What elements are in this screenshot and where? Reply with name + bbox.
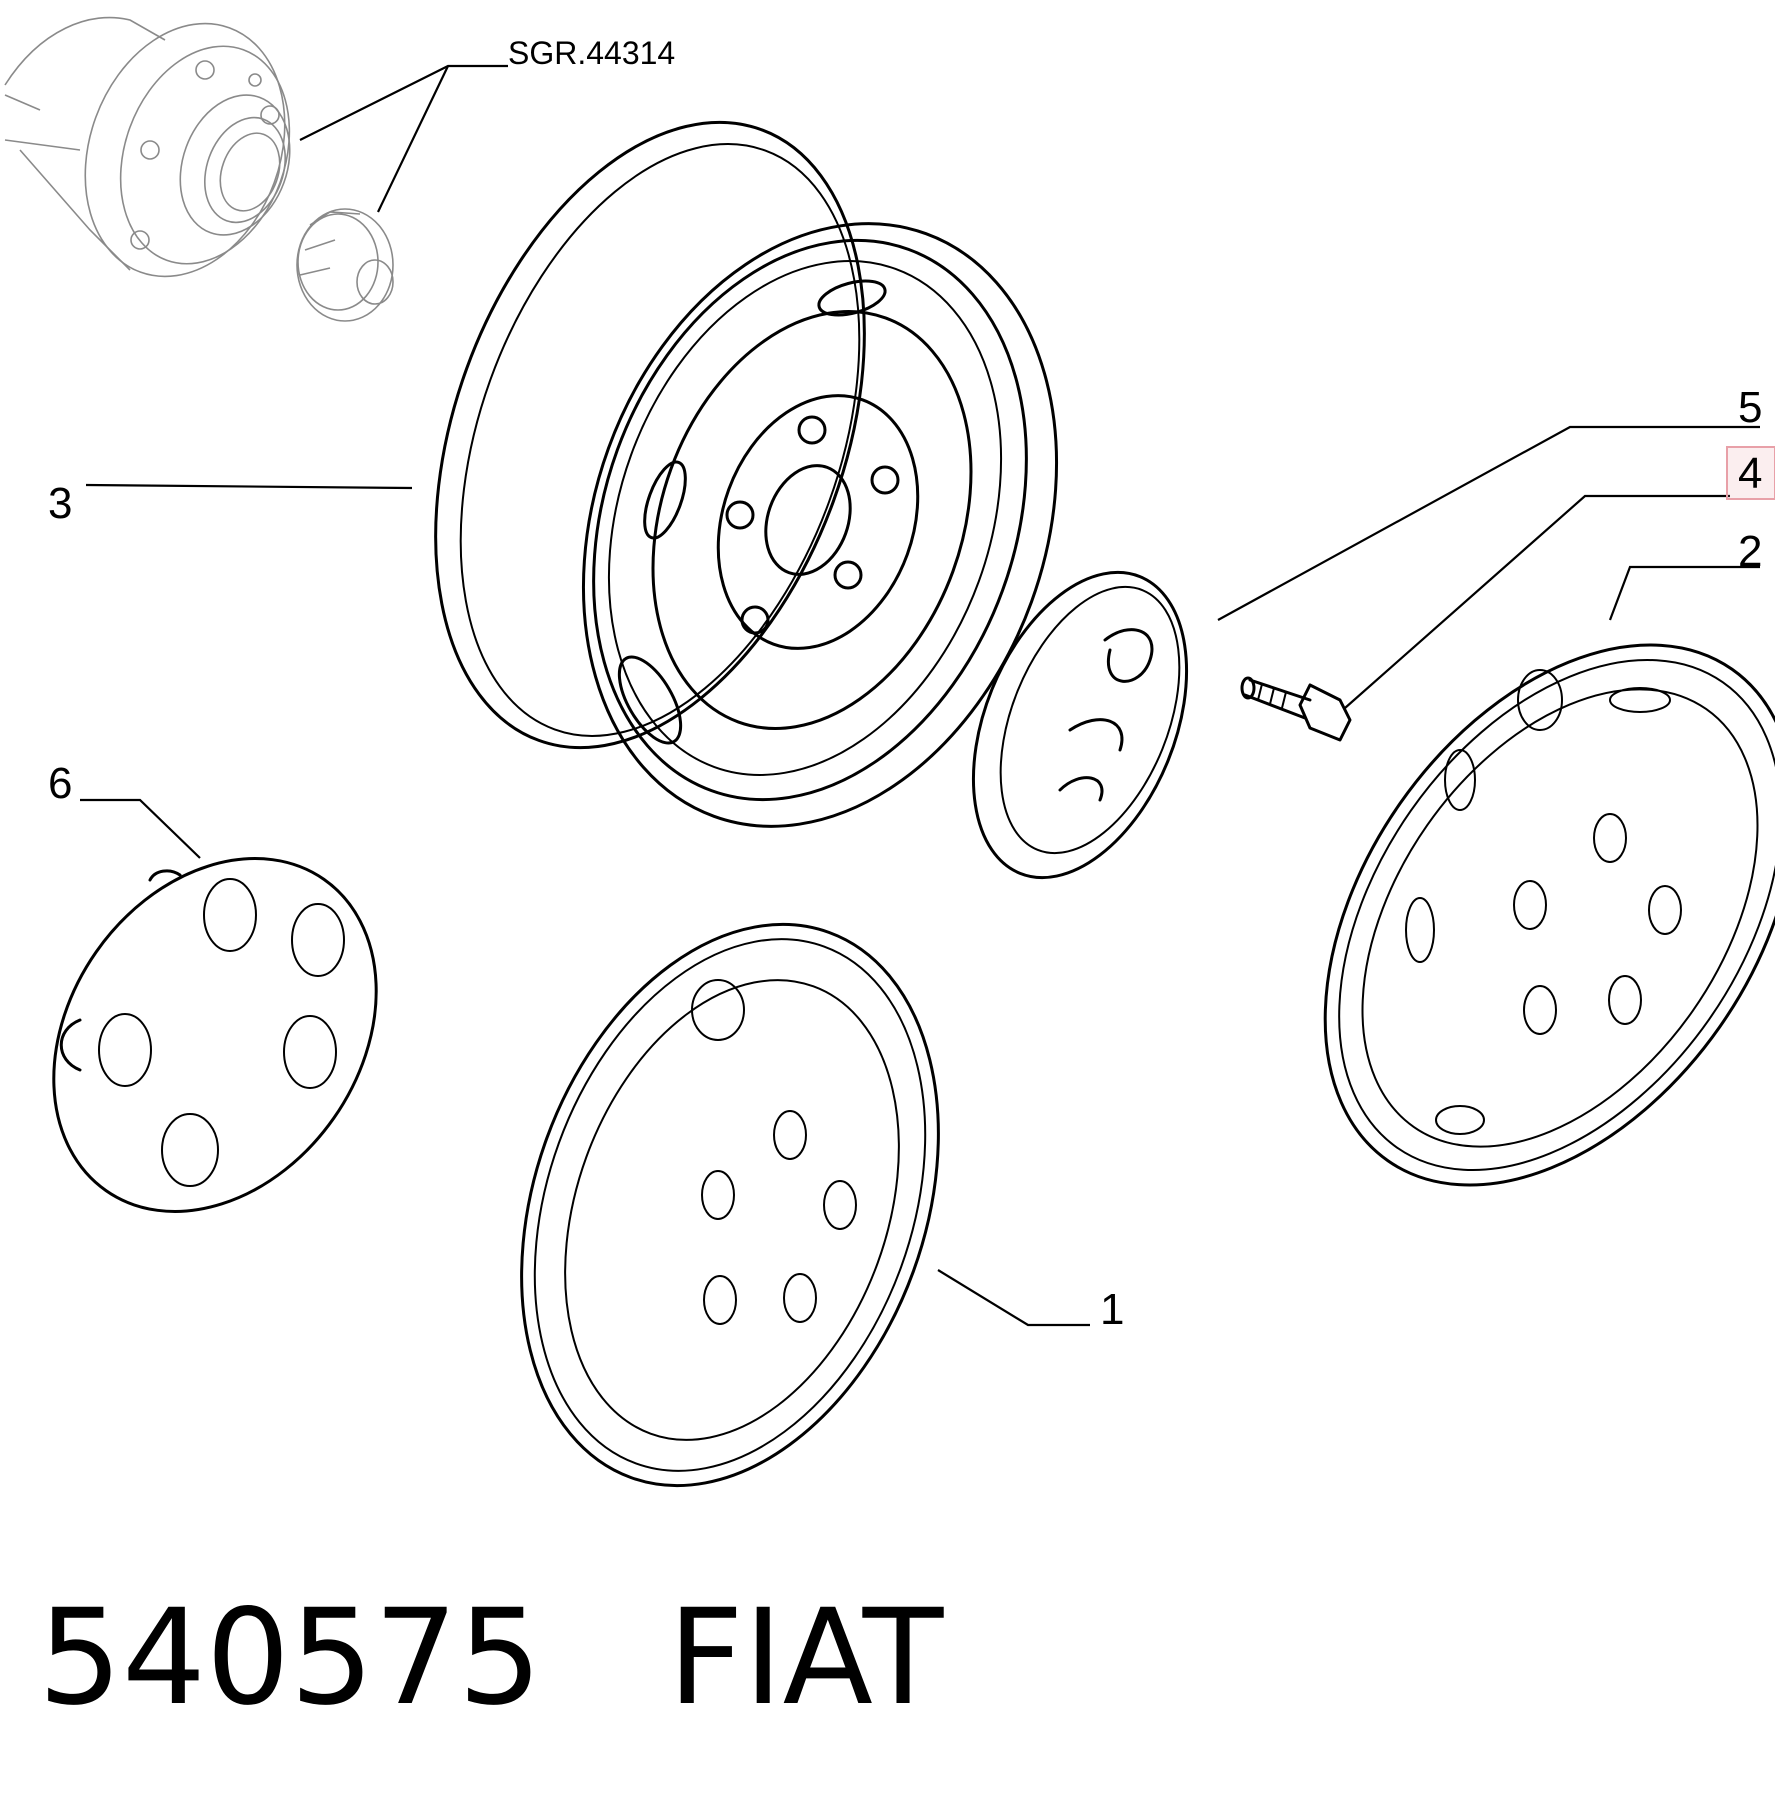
callout-1: 1 xyxy=(1100,1285,1125,1334)
wheel-hub-drawing xyxy=(4,16,291,278)
callout-6: 6 xyxy=(48,759,73,808)
steel-wheel-rim-drawing xyxy=(434,120,1059,828)
brand-name: FIAT xyxy=(667,1581,944,1735)
callout-2: 2 xyxy=(1738,527,1763,576)
wheel-bolt-drawing xyxy=(1240,676,1352,742)
hubcap-2-drawing xyxy=(1323,643,1775,1187)
callout-3: 3 xyxy=(48,479,73,528)
hubcap-6-drawing xyxy=(52,857,378,1213)
part-number: 540575 xyxy=(38,1581,542,1735)
footer-caption: 540575 FIAT xyxy=(38,1592,943,1724)
callout-4-highlight xyxy=(1726,446,1775,500)
callout-4: 4 xyxy=(1738,449,1763,498)
reference-label-sgr: SGR.44314 xyxy=(508,35,676,71)
hubcap-1-drawing xyxy=(520,922,940,1488)
hub-nut-drawing xyxy=(296,208,394,322)
callout-5: 5 xyxy=(1738,383,1763,432)
leader-lines xyxy=(80,64,1760,1327)
center-plate-drawing xyxy=(971,570,1189,880)
